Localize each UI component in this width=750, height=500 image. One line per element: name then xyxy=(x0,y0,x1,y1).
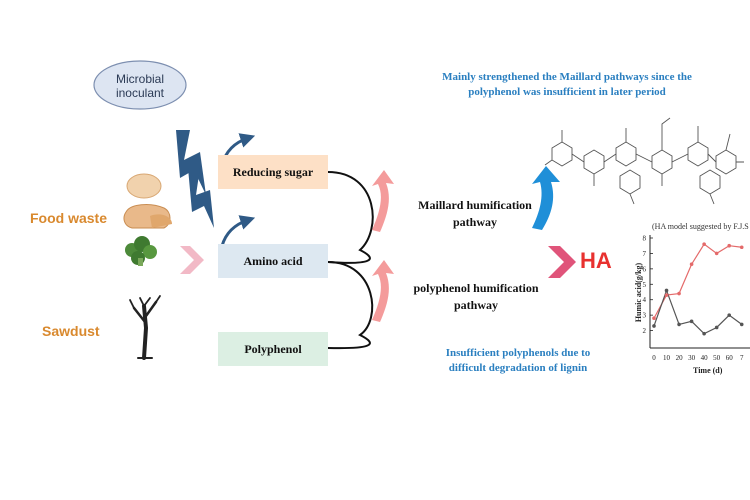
chart-x-tick-label: 30 xyxy=(688,354,696,362)
chart-y-axis-label: Humic acid(g/kg) xyxy=(634,262,644,323)
top-note: Mainly strengthened the Maillard pathway… xyxy=(442,71,692,98)
chart-x-tick-label: 40 xyxy=(701,354,709,362)
chart-point-0 xyxy=(652,316,656,321)
increase-arrow-icon xyxy=(220,215,256,247)
polyphenol-pathway-label: polyphenol humification pathway xyxy=(413,281,539,312)
maillard-pathway-label: Maillard humification pathway xyxy=(418,198,532,229)
chart-x-tick-label: 20 xyxy=(676,354,684,362)
maillard-boost-arrow-icon xyxy=(532,166,560,230)
chart-point-0 xyxy=(714,251,719,256)
maillard-flow-arrow-icon xyxy=(372,170,394,232)
chart-x-tick-label: 0 xyxy=(652,354,656,362)
chart-point-0 xyxy=(739,245,744,250)
chart-x-tick-label: 10 xyxy=(663,354,671,362)
ha-molecule-structure xyxy=(544,117,744,205)
bottom-note: Insufficient polyphenols due to difficul… xyxy=(445,347,591,374)
chart-point-0 xyxy=(677,291,681,296)
food-waste-broccoli-icon xyxy=(125,236,157,266)
chart-series-line-0 xyxy=(653,243,742,319)
chart-y-tick-label: 4 xyxy=(643,296,647,304)
chart-point-1 xyxy=(689,319,694,324)
ha-model-caption: (HA model suggested by F.J.S xyxy=(652,222,749,231)
chart-y-tick-label: 7 xyxy=(643,250,647,258)
chart-point-1 xyxy=(739,322,744,327)
chart-y-tick-label: 8 xyxy=(643,235,647,243)
chart-point-0 xyxy=(689,262,694,267)
sawdust-label: Sawdust xyxy=(42,323,100,339)
lightning-bolt-icon xyxy=(176,130,206,195)
reducing-sugar-box: Reducing sugar xyxy=(218,155,328,189)
food-waste-dumpling-icon xyxy=(126,173,162,199)
ha-chevron-icon xyxy=(548,246,576,278)
chart-x-tick-label: 60 xyxy=(726,354,734,362)
food-waste-label: Food waste xyxy=(30,210,108,226)
chart-point-1 xyxy=(714,325,719,330)
food-waste-bread-icon xyxy=(150,214,172,228)
chart-point-1 xyxy=(727,313,731,317)
chart-point-1 xyxy=(677,322,681,327)
maillard-bracket xyxy=(327,171,374,264)
chart-y-tick-label: 5 xyxy=(643,281,647,289)
ha-label: HA xyxy=(580,248,612,273)
chart-x-tick-label: 7 xyxy=(740,354,744,362)
polyphenol-flow-arrow-icon xyxy=(372,260,394,322)
humic-acid-chart: 0 10 20 30 40 50 60 7 2 3 4 5 6 7 8 xyxy=(643,235,750,362)
chart-x-tick-label: 50 xyxy=(713,354,721,362)
lightning-bolt-icon xyxy=(188,168,214,228)
chart-point-0 xyxy=(727,243,731,248)
amino-acid-box: Amino acid xyxy=(218,244,328,278)
chart-series-line-1 xyxy=(653,288,743,335)
chart-point-1 xyxy=(664,288,669,293)
inoculant-label: Microbial inoculant xyxy=(115,72,165,100)
chart-point-1 xyxy=(702,331,706,336)
polyphenol-bracket xyxy=(327,261,374,350)
sawdust-tree-icon xyxy=(129,295,161,360)
chart-x-axis-label: Time (d) xyxy=(693,366,723,375)
chart-y-tick-label: 2 xyxy=(643,327,647,335)
polyphenol-box: Polyphenol xyxy=(218,332,328,366)
inoculant-ellipse xyxy=(93,60,187,110)
chart-point-0 xyxy=(664,293,669,297)
chart-y-tick-label: 3 xyxy=(643,312,647,320)
input-chevron-icon xyxy=(180,246,204,274)
chart-point-0 xyxy=(702,242,706,246)
chart-y-tick-label: 6 xyxy=(643,265,647,273)
chart-point-1 xyxy=(652,324,656,328)
